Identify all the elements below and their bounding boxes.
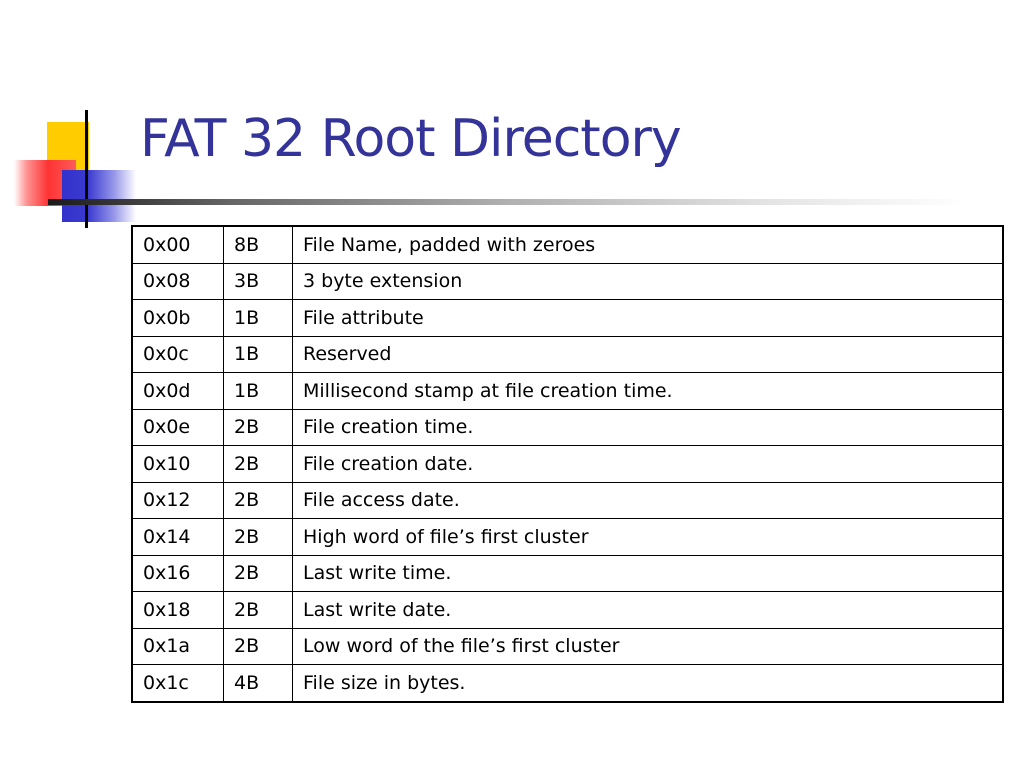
description-cell: File access date. — [292, 481, 1004, 519]
offset-cell: 0x0d — [131, 372, 224, 410]
offset-cell: 0x0e — [131, 408, 224, 446]
size-cell: 1B — [223, 335, 293, 373]
description-cell: File creation date. — [292, 445, 1004, 483]
description-cell: Low word of the file’s first cluster — [292, 627, 1004, 665]
offset-cell: 0x0c — [131, 335, 224, 373]
description-cell: File size in bytes. — [292, 664, 1004, 702]
offset-cell: 0x14 — [131, 518, 224, 556]
size-cell: 2B — [223, 591, 293, 629]
description-cell: File creation time. — [292, 408, 1004, 446]
size-cell: 2B — [223, 627, 293, 665]
offset-cell: 0x10 — [131, 445, 224, 483]
offset-cell: 0x16 — [131, 554, 224, 592]
description-cell: 3 byte extension — [292, 262, 1004, 300]
offset-cell: 0x00 — [131, 225, 224, 264]
offset-cell: 0x18 — [131, 591, 224, 629]
description-cell: File attribute — [292, 299, 1004, 337]
offset-cell: 0x08 — [131, 262, 224, 300]
offset-cell: 0x1c — [131, 664, 224, 702]
size-cell: 1B — [223, 299, 293, 337]
title-underline — [48, 199, 968, 205]
offset-cell: 0x0b — [131, 299, 224, 337]
description-cell: Reserved — [292, 335, 1004, 373]
slide-title: FAT 32 Root Directory — [140, 109, 682, 169]
size-cell: 8B — [223, 225, 293, 264]
description-cell: Last write date. — [292, 591, 1004, 629]
size-cell: 2B — [223, 554, 293, 592]
size-cell: 2B — [223, 445, 293, 483]
logo-vertical-line — [85, 110, 88, 228]
size-cell: 4B — [223, 664, 293, 702]
offset-cell: 0x12 — [131, 481, 224, 519]
offset-cell: 0x1a — [131, 627, 224, 665]
description-cell: Millisecond stamp at file creation time. — [292, 372, 1004, 410]
description-cell: File Name, padded with zeroes — [292, 225, 1004, 264]
size-cell: 2B — [223, 481, 293, 519]
logo-blue-square — [62, 170, 136, 222]
description-cell: High word of file’s first cluster — [292, 518, 1004, 556]
size-cell: 2B — [223, 408, 293, 446]
size-cell: 3B — [223, 262, 293, 300]
size-cell: 1B — [223, 372, 293, 410]
size-cell: 2B — [223, 518, 293, 556]
description-cell: Last write time. — [292, 554, 1004, 592]
